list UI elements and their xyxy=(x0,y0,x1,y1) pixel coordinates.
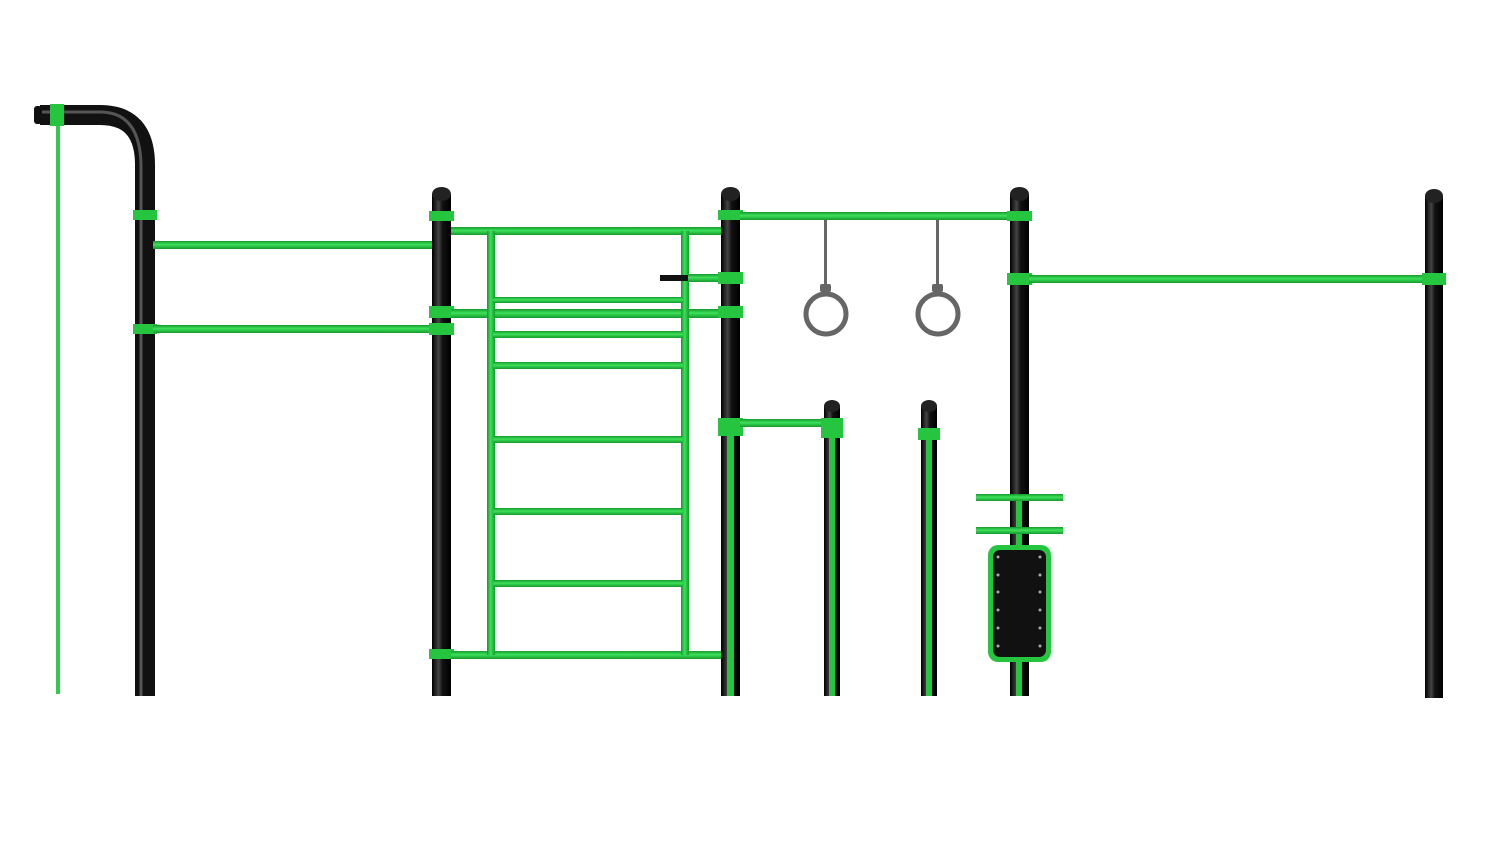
dip-post-right xyxy=(918,400,940,696)
high-pull-up-bar xyxy=(1029,275,1433,283)
post-ladder-left xyxy=(429,187,454,696)
rings-bar xyxy=(740,212,1012,220)
ring-left xyxy=(803,220,849,337)
ring-right xyxy=(915,220,961,337)
post-rings-left xyxy=(718,187,743,696)
parallel-dip-bars xyxy=(740,400,940,696)
hook-post xyxy=(34,104,157,696)
wall-ladder xyxy=(451,227,736,659)
board-bolts xyxy=(996,555,1042,648)
double-horizontal-bars xyxy=(153,241,435,333)
abs-bench-board xyxy=(976,494,1063,662)
climbing-rope xyxy=(56,112,60,694)
post-far-right xyxy=(1422,189,1446,698)
gymnastic-rings xyxy=(803,220,961,337)
dip-post-left xyxy=(821,400,843,696)
